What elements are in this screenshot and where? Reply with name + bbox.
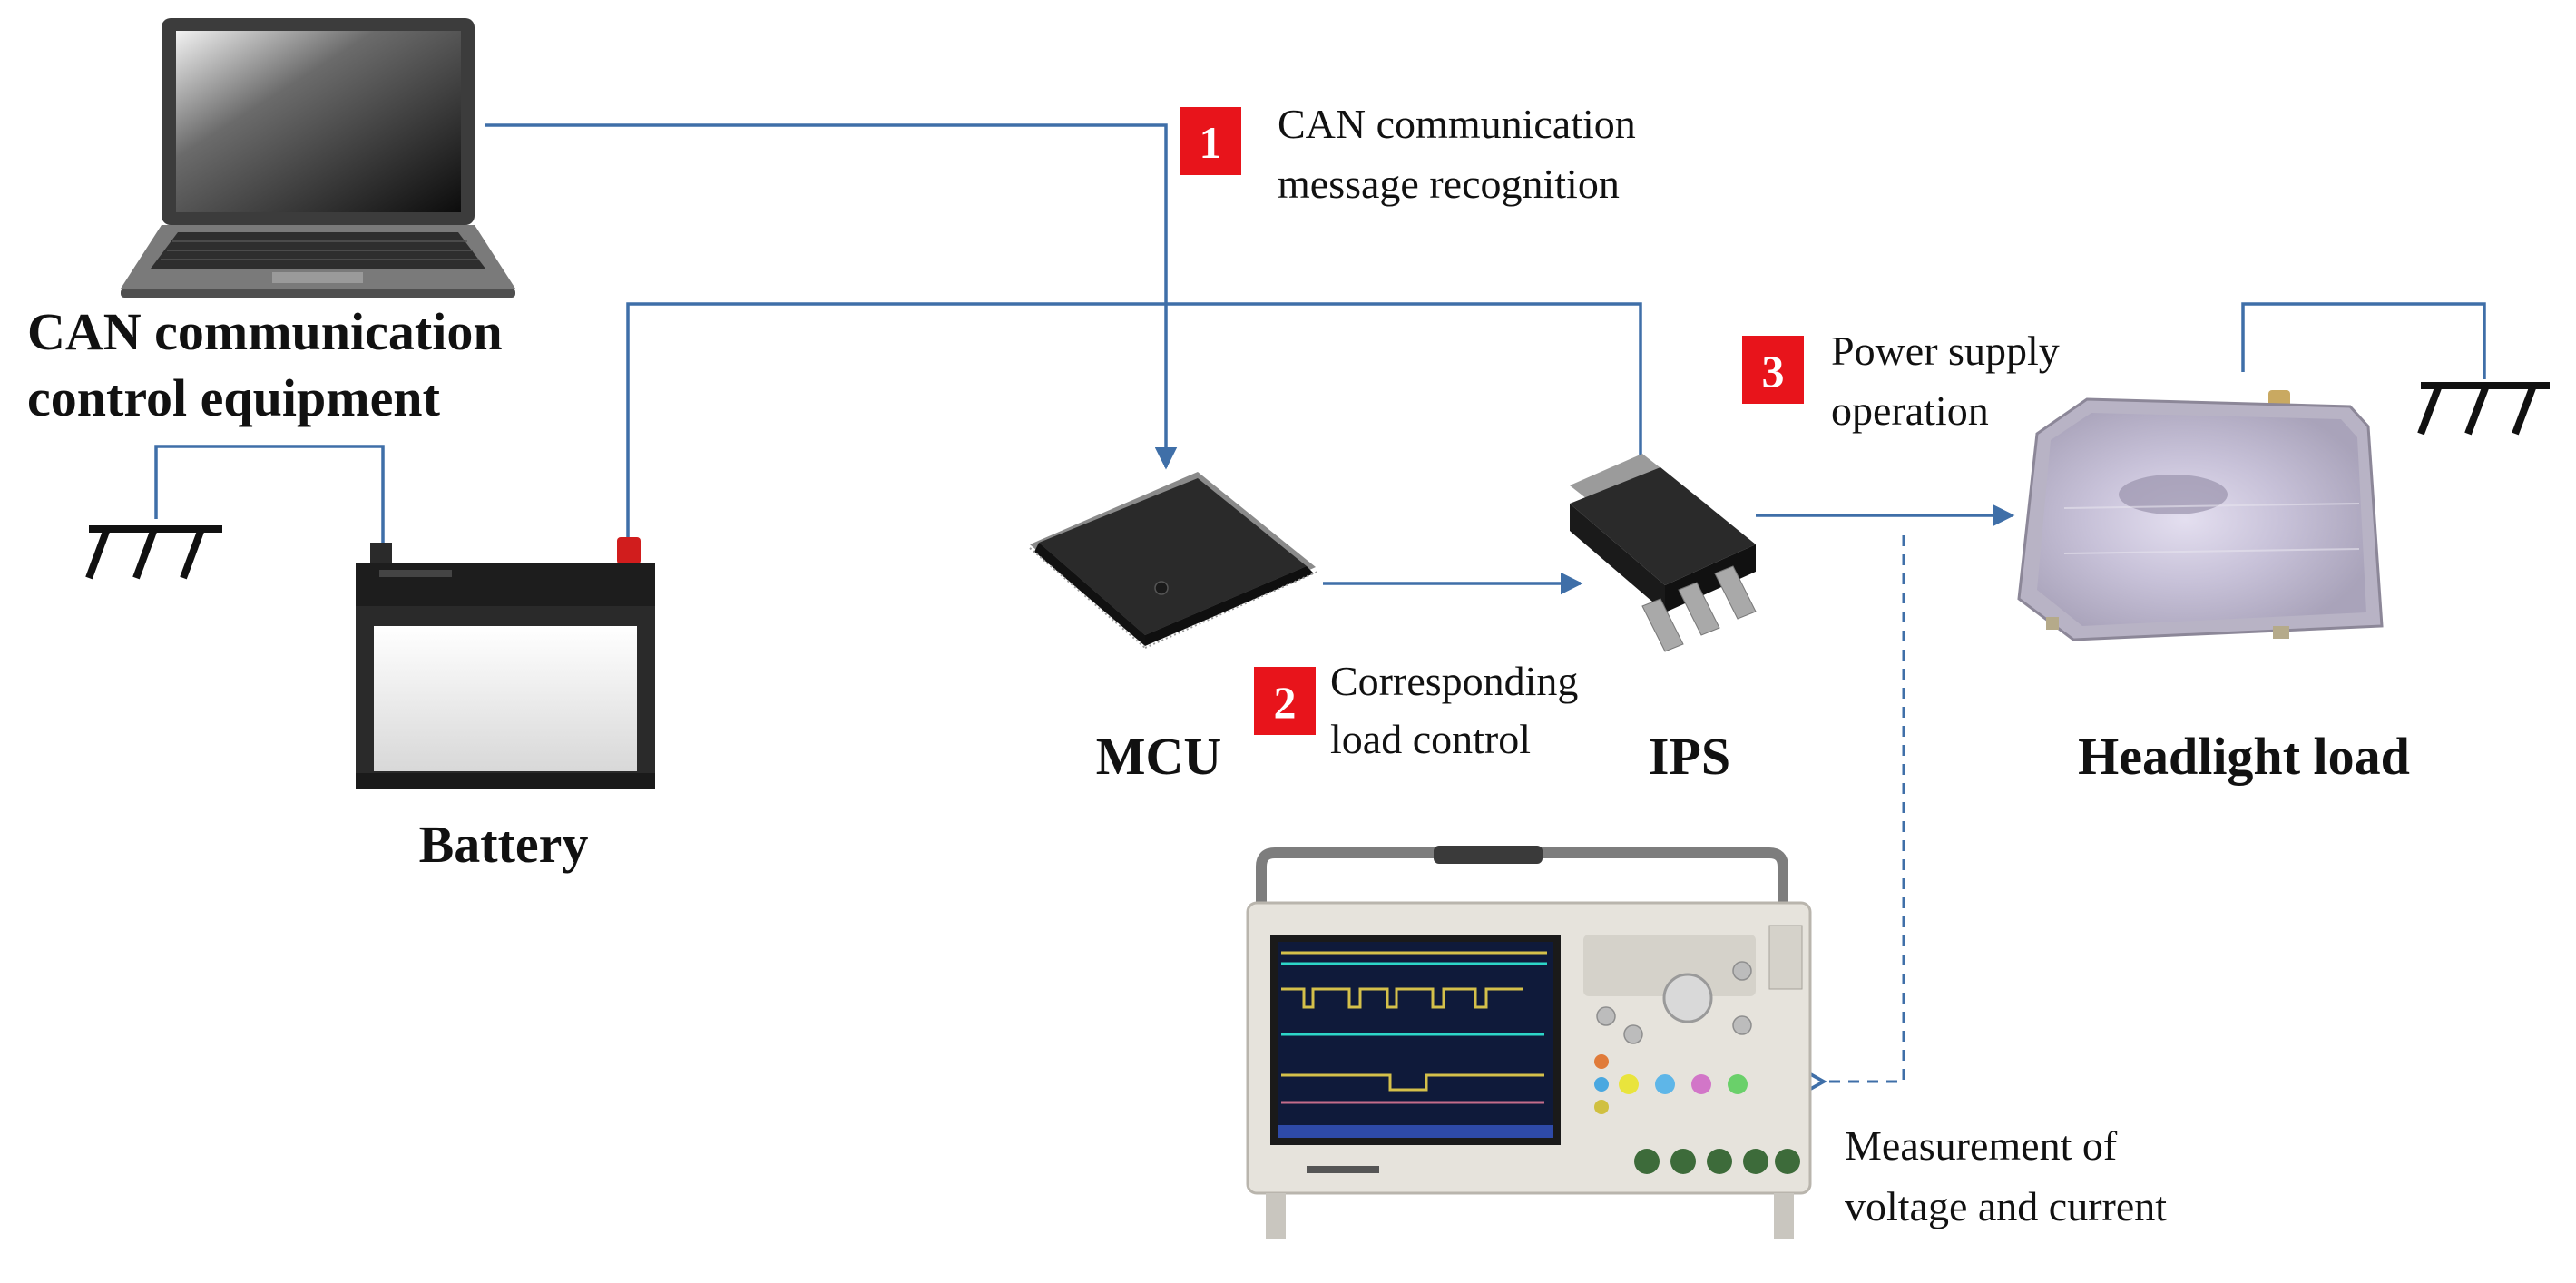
step-number: 1 [1200, 117, 1222, 168]
mcu-chip-icon [1029, 472, 1318, 649]
measurement-label-line2: voltage and current [1845, 1183, 2167, 1229]
ground-symbol-icon [2417, 382, 2550, 436]
step-1-label-line1: CAN communication [1278, 101, 1636, 147]
wire-battery-to-ips [626, 302, 1642, 537]
can-equipment-label-line2: control equipment [27, 368, 441, 427]
step-2-label-line1: Corresponding [1330, 658, 1578, 704]
measurement-probe-line [1804, 535, 1905, 1093]
step-badge-2: 2 [1254, 667, 1316, 735]
step-3-label-line1: Power supply [1831, 328, 2060, 374]
step-badge-3: 3 [1742, 336, 1804, 404]
wire-laptop-to-mcu [485, 123, 1178, 470]
step-2-label-line2: load control [1330, 716, 1531, 762]
battery-icon [356, 537, 655, 789]
measurement-label-line1: Measurement of [1845, 1122, 2118, 1169]
ips-transistor-icon [1570, 454, 1757, 652]
step-badge-1: 1 [1180, 107, 1241, 175]
battery-label: Battery [419, 815, 589, 874]
step-1-label-line2: message recognition [1278, 161, 1620, 207]
ips-label: IPS [1649, 727, 1730, 786]
headlight-icon [2017, 390, 2384, 642]
wire-headlight-ground [2241, 302, 2486, 379]
step-number: 3 [1762, 346, 1785, 397]
wire-battery-ground [154, 445, 385, 543]
step-3-label-line2: operation [1831, 387, 1989, 434]
can-equipment-label-line1: CAN communication [27, 302, 503, 361]
step-number: 2 [1274, 677, 1297, 728]
headlight-label: Headlight load [2078, 727, 2410, 786]
laptop-icon [121, 18, 515, 298]
wires [154, 123, 2486, 1093]
mcu-label: MCU [1096, 727, 1222, 786]
ground-symbol-icon [85, 525, 222, 580]
oscilloscope-icon [1246, 846, 1812, 1239]
